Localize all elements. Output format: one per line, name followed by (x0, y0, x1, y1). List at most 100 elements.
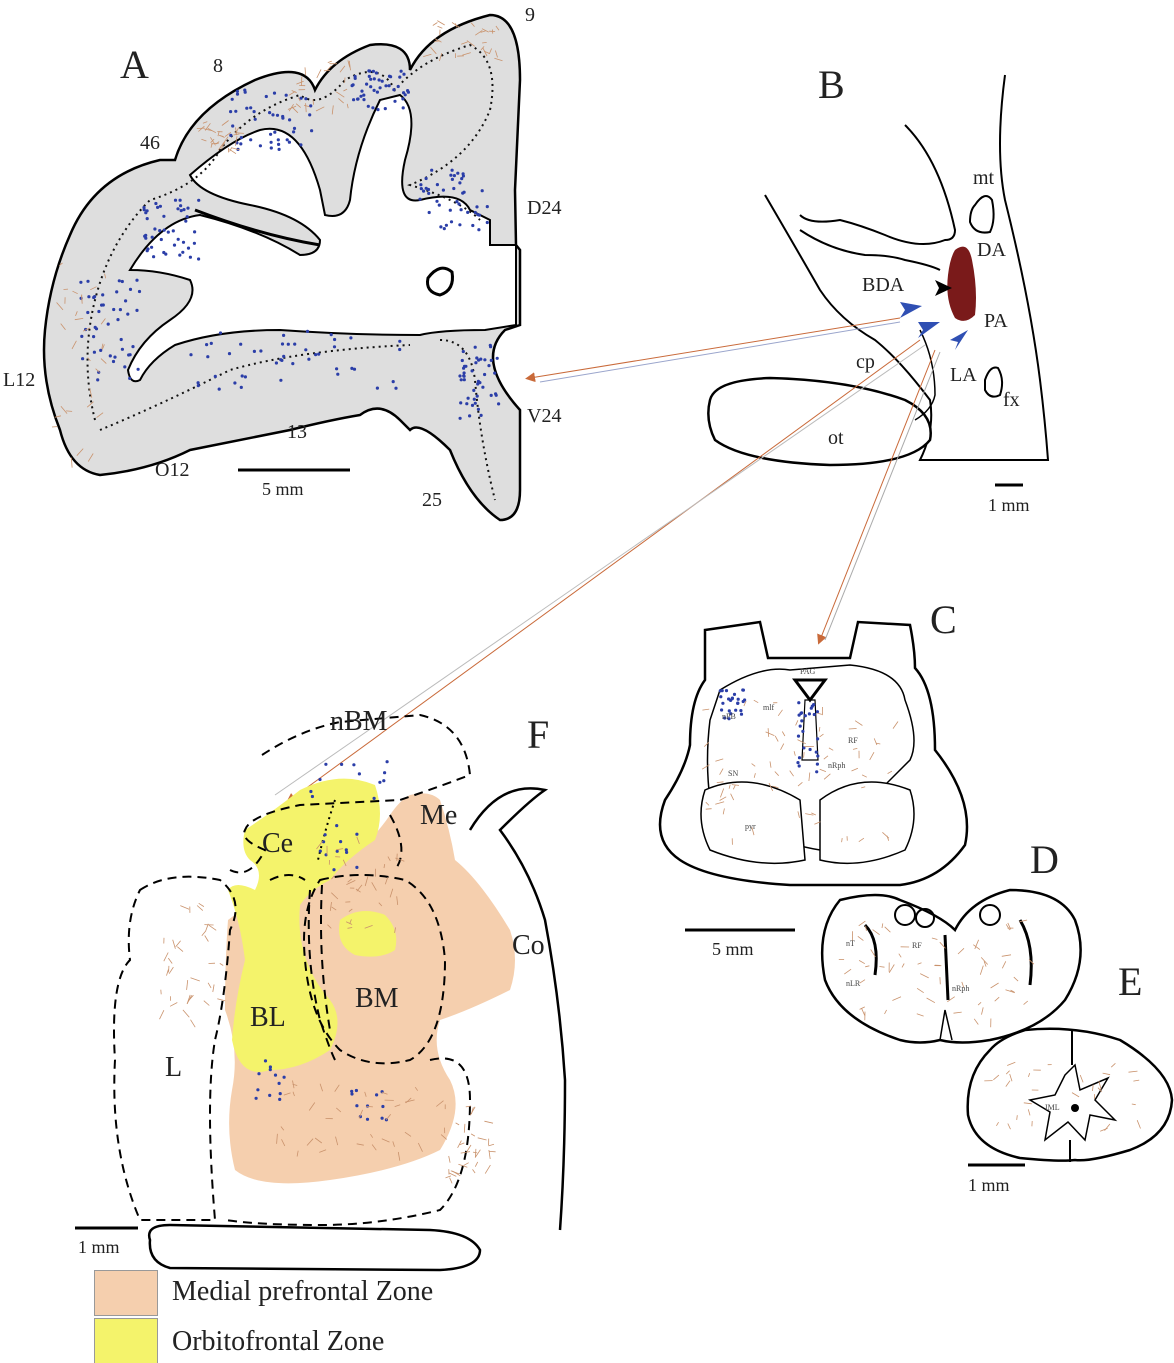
labeled-cell (360, 90, 363, 93)
labeled-cell (725, 689, 728, 692)
labeled-cell (471, 369, 474, 372)
labeled-cell (373, 89, 376, 92)
labeled-cell (218, 388, 221, 391)
labeled-cell (420, 187, 423, 190)
labeled-fiber (467, 1145, 471, 1152)
labeled-cell (352, 763, 355, 766)
labeled-cell (388, 84, 391, 87)
labeled-cell (279, 1092, 282, 1095)
labeled-cell (275, 361, 278, 364)
labeled-fiber (170, 1003, 177, 1007)
labeled-cell (800, 711, 803, 714)
area-o12-label: O12 (155, 460, 189, 480)
panel-a-letter: A (120, 45, 149, 85)
labeled-cell (463, 365, 466, 368)
labeled-cell (236, 93, 239, 96)
labeled-cell (495, 394, 498, 397)
labeled-cell (355, 1089, 358, 1092)
labeled-cell (381, 1117, 384, 1120)
labeled-fiber (849, 729, 857, 730)
labeled-cell (118, 279, 121, 282)
labeled-fiber (478, 1138, 487, 1140)
labeled-cell (152, 255, 155, 258)
labeled-cell (373, 797, 376, 800)
labeled-cell (477, 228, 480, 231)
area-bda-label: BDA (862, 275, 904, 295)
arrow-to-a (530, 318, 900, 378)
labeled-cell (151, 236, 154, 239)
area-ot-label: ot (828, 428, 844, 448)
area-pa-label: PA (984, 311, 1008, 331)
panel-e-section (968, 1029, 1172, 1165)
labeled-cell (193, 242, 196, 245)
labeled-fiber (191, 978, 200, 981)
labeled-cell (799, 725, 802, 728)
labeled-cell (116, 318, 119, 321)
labeled-cell (92, 335, 95, 338)
labeled-cell (486, 205, 489, 208)
labeled-cell (259, 144, 262, 147)
panel-f-section (75, 715, 565, 1270)
labeled-cell (100, 304, 103, 307)
labeled-cell (160, 238, 163, 241)
labeled-cell (373, 77, 376, 80)
area-da-label: DA (977, 240, 1006, 260)
labeled-cell (480, 414, 483, 417)
labeled-fiber (167, 970, 169, 976)
panel-c-letter: C (930, 600, 957, 640)
labeled-cell (96, 378, 99, 381)
labeled-fiber (438, 26, 443, 28)
labeled-cell (286, 138, 289, 141)
labeled-cell (458, 374, 461, 377)
labeled-cell (336, 850, 339, 853)
labeled-cell (392, 88, 395, 91)
labeled-fiber (328, 61, 332, 63)
labeled-cell (355, 1104, 358, 1107)
labeled-cell (153, 227, 156, 230)
labeled-cell (154, 202, 157, 205)
area-l-label: L (165, 1054, 182, 1082)
labeled-cell (270, 146, 273, 149)
labeled-cell (362, 98, 365, 101)
labeled-cell (309, 790, 312, 793)
labeled-cell (451, 169, 454, 172)
area-co-label: Co (512, 932, 545, 960)
area-l12-label: L12 (3, 370, 35, 390)
area-rf-d-label: RF (912, 942, 922, 950)
labeled-cell (236, 90, 239, 93)
labeled-cell (174, 199, 177, 202)
panel-b-scale-label: 1 mm (988, 496, 1030, 514)
panel-f-cortex-edge (470, 788, 565, 1230)
labeled-cell (87, 295, 90, 298)
labeled-cell (471, 224, 474, 227)
labeled-cell (131, 345, 134, 348)
labeled-cell (384, 107, 387, 110)
area-mt-label: mt (973, 168, 994, 188)
labeled-cell (460, 208, 463, 211)
panel-b-optic-tract (708, 378, 930, 465)
labeled-cell (350, 367, 353, 370)
labeled-cell (288, 118, 291, 121)
labeled-fiber (176, 941, 181, 947)
labeled-cell (293, 127, 296, 130)
labeled-cell (362, 94, 365, 97)
labeled-cell (457, 202, 460, 205)
labeled-fiber (66, 411, 72, 412)
panel-d-outline (822, 890, 1080, 1043)
labeled-cell (233, 381, 236, 384)
labeled-cell (231, 124, 234, 127)
labeled-cell (466, 211, 469, 214)
panel-e-scale-label: 1 mm (968, 1176, 1010, 1194)
labeled-cell (254, 118, 257, 121)
labeled-cell (742, 700, 745, 703)
labeled-fiber (485, 1165, 490, 1174)
area-fx-label: fx (1003, 390, 1020, 410)
panel-e-letter: E (1118, 962, 1142, 1002)
labeled-cell (273, 92, 276, 95)
labeled-cell (402, 73, 405, 76)
labeled-cell (182, 241, 185, 244)
labeled-cell (167, 231, 170, 234)
legend-label-medial: Medial prefrontal Zone (172, 1276, 433, 1308)
labeled-cell (307, 358, 310, 361)
labeled-fiber (183, 1010, 189, 1017)
